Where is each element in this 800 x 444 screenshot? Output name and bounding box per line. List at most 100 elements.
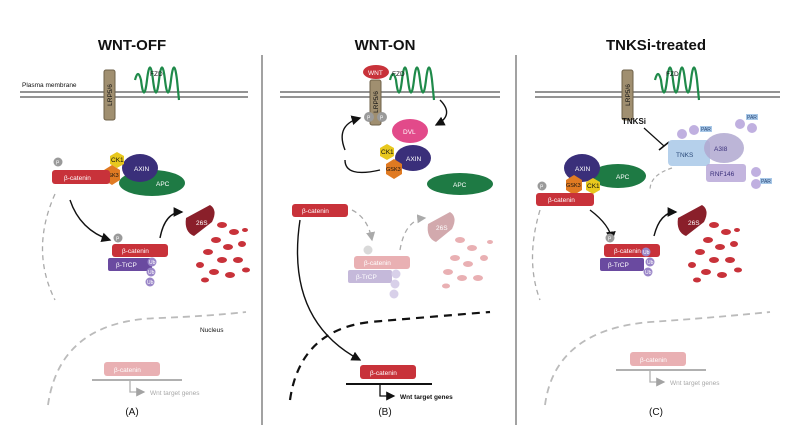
axin-protein-c — [564, 154, 600, 182]
svg-text:LRP5/6: LRP5/6 — [625, 84, 632, 106]
svg-text:APC: APC — [616, 174, 630, 181]
plasma-membrane-label: Plasma membrane — [22, 82, 77, 89]
beta-catenin-ubiquitinated — [112, 244, 168, 257]
proteasome-26s-c: 26S — [677, 205, 707, 236]
lrp-receptor — [103, 69, 116, 121]
svg-text:WNT: WNT — [368, 70, 383, 77]
svg-text:Wnt target genes: Wnt target genes — [670, 380, 720, 387]
svg-text:CK1: CK1 — [587, 183, 600, 190]
nuclear-beta-catenin-faded-c — [630, 352, 686, 366]
svg-text:P: P — [380, 116, 384, 122]
svg-text:Ub: Ub — [645, 270, 652, 276]
svg-text:PAR: PAR — [747, 115, 757, 121]
beta-catenin-complexed — [52, 170, 110, 184]
svg-text:GSK3: GSK3 — [104, 173, 119, 179]
svg-text:P: P — [56, 161, 60, 167]
rnf146-ligase — [706, 164, 746, 182]
nucleus-label: Nucleus — [200, 327, 224, 334]
panel-label-b: (B) — [378, 407, 391, 418]
svg-text:Wnt target genes: Wnt target genes — [150, 390, 200, 397]
svg-text:β-TrCP: β-TrCP — [116, 262, 137, 269]
svg-text:β-catenin: β-catenin — [640, 357, 667, 364]
svg-text:AXIN: AXIN — [134, 166, 149, 173]
panel-title-wnt-off: WNT-OFF — [98, 37, 166, 54]
fzd-receptor-b — [388, 66, 436, 101]
ck1-kinase — [110, 152, 124, 168]
lrp-receptor-c — [621, 69, 634, 121]
svg-text:Ub: Ub — [647, 260, 654, 266]
svg-text:β-catenin: β-catenin — [302, 208, 329, 215]
svg-text:GSK3: GSK3 — [566, 183, 581, 189]
nuclear-envelope-b — [288, 310, 491, 401]
svg-text:PAR: PAR — [761, 179, 771, 185]
axin-protein-b — [395, 145, 431, 171]
phospho-marker — [53, 157, 63, 167]
degradation-fragments — [196, 222, 250, 283]
degradation-complex-faded: β-catenin β-TrCP 26S — [348, 212, 493, 299]
svg-text:PAR: PAR — [701, 127, 711, 133]
nuclear-beta-catenin-faded — [104, 362, 160, 376]
svg-text:FZD: FZD — [666, 71, 679, 78]
svg-text:β-catenin: β-catenin — [370, 370, 397, 377]
nuclear-envelope-c — [544, 311, 771, 406]
svg-text:AXIN: AXIN — [575, 166, 590, 173]
axin-protein — [122, 154, 158, 182]
svg-text:A3I8: A3I8 — [714, 146, 728, 153]
svg-text:AXIN: AXIN — [406, 156, 421, 163]
panel-wnt-off: WNT-OFF Plasma membrane LRP5/6 FZD APC A… — [20, 37, 250, 418]
target-genes-active: Wnt target genes — [400, 394, 453, 401]
panel-title-tnksi: TNKSi-treated — [606, 37, 706, 54]
svg-text:P: P — [116, 237, 120, 243]
svg-text:β-catenin: β-catenin — [614, 248, 641, 255]
svg-text:β-catenin: β-catenin — [364, 260, 391, 267]
svg-text:P: P — [608, 237, 612, 243]
nuclear-envelope — [47, 311, 247, 406]
svg-text:Ub: Ub — [643, 250, 650, 256]
panel-title-wnt-on: WNT-ON — [355, 37, 416, 54]
nuclear-beta-catenin — [360, 365, 416, 379]
btrcp-ligase — [108, 258, 152, 271]
svg-text:CK1: CK1 — [381, 149, 394, 156]
lrp-label: LRP5/6 — [107, 84, 114, 106]
a3i8-protein — [704, 133, 744, 163]
btrcp-ligase-c — [600, 258, 644, 271]
tnksi-label: TNKSi — [622, 117, 646, 126]
svg-text:P: P — [540, 185, 544, 191]
svg-text:26S: 26S — [688, 220, 700, 227]
svg-text:26S: 26S — [436, 225, 448, 232]
wnt-ligand — [363, 65, 389, 79]
svg-text:26S: 26S — [196, 220, 208, 227]
svg-text:β-catenin: β-catenin — [548, 197, 575, 204]
proteasome-26s: 26S — [185, 205, 215, 236]
fzd-label: FZD — [150, 71, 163, 78]
svg-text:RNF146: RNF146 — [710, 171, 735, 178]
tnks-enzyme — [668, 140, 710, 166]
beta-catenin-complexed-c — [536, 193, 594, 206]
svg-text:TNKS: TNKS — [676, 152, 694, 159]
degradation-fragments-c — [688, 222, 742, 283]
svg-text:LRP5/6: LRP5/6 — [373, 91, 380, 113]
svg-text:APC: APC — [453, 182, 467, 189]
svg-text:β-catenin: β-catenin — [114, 367, 141, 374]
panel-label-c: (C) — [649, 407, 663, 418]
apc-protein-c — [590, 164, 646, 188]
svg-text:GSK3: GSK3 — [386, 167, 401, 173]
fzd-receptor-c — [653, 66, 701, 101]
beta-catenin-stable — [292, 204, 348, 217]
svg-text:DVL: DVL — [403, 129, 416, 136]
panel-label-a: (A) — [125, 407, 138, 418]
svg-text:β-catenin: β-catenin — [122, 248, 149, 255]
fzd-receptor — [133, 66, 181, 101]
svg-text:Ub: Ub — [148, 270, 155, 276]
svg-text:CK1: CK1 — [111, 157, 124, 164]
svg-text:Ub: Ub — [147, 280, 154, 286]
svg-text:APC: APC — [156, 181, 170, 188]
apc-protein-b — [427, 173, 493, 195]
svg-text:β-catenin: β-catenin — [64, 175, 91, 182]
tnks-complex: TNKS A3I8 RNF146 PAR PAR PAR — [668, 114, 772, 189]
panel-wnt-on: WNT-ON WNT LRP5/6 FZD P P DVL AXIN CK1 G… — [280, 37, 500, 418]
svg-text:β-TrCP: β-TrCP — [608, 262, 629, 269]
svg-text:Ub: Ub — [149, 260, 156, 266]
